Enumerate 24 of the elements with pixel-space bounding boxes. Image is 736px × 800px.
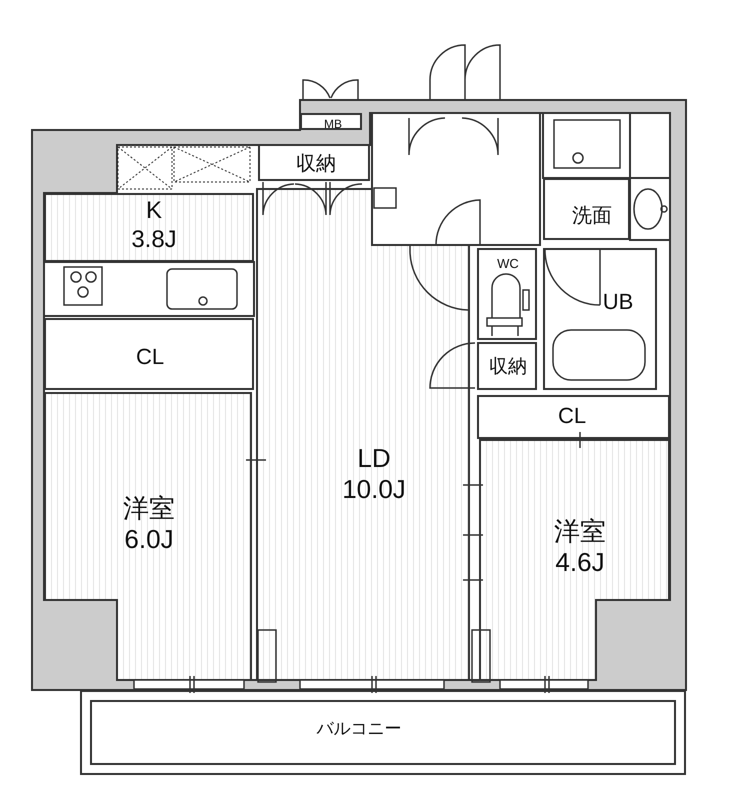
washroom — [543, 178, 630, 240]
room-label: CL — [556, 402, 588, 430]
room-label: 洋室 6.0J — [122, 492, 176, 556]
bathroom — [543, 248, 657, 390]
room-label: LD 10.0J — [341, 442, 407, 506]
room-label: CL — [134, 344, 166, 370]
room-label: 収納 — [295, 152, 337, 176]
toilet-room — [477, 248, 537, 340]
balcony — [80, 690, 686, 775]
living-dining-room — [256, 188, 470, 682]
kitchen — [44, 193, 254, 262]
room-label: 洋室 4.6J — [553, 516, 607, 578]
storage — [477, 342, 537, 390]
room-label: UB — [602, 288, 634, 316]
closet — [44, 318, 254, 390]
room-label: WC — [496, 256, 520, 272]
meter-box — [300, 113, 362, 130]
closet — [477, 395, 670, 439]
storage — [258, 144, 370, 181]
room-label: 洗面 — [571, 204, 613, 228]
room-label: バルコニー — [316, 718, 402, 740]
room-label: K 3.8J — [130, 197, 178, 255]
room-label: 収納 — [488, 356, 528, 380]
room-label: MB — [323, 116, 343, 132]
